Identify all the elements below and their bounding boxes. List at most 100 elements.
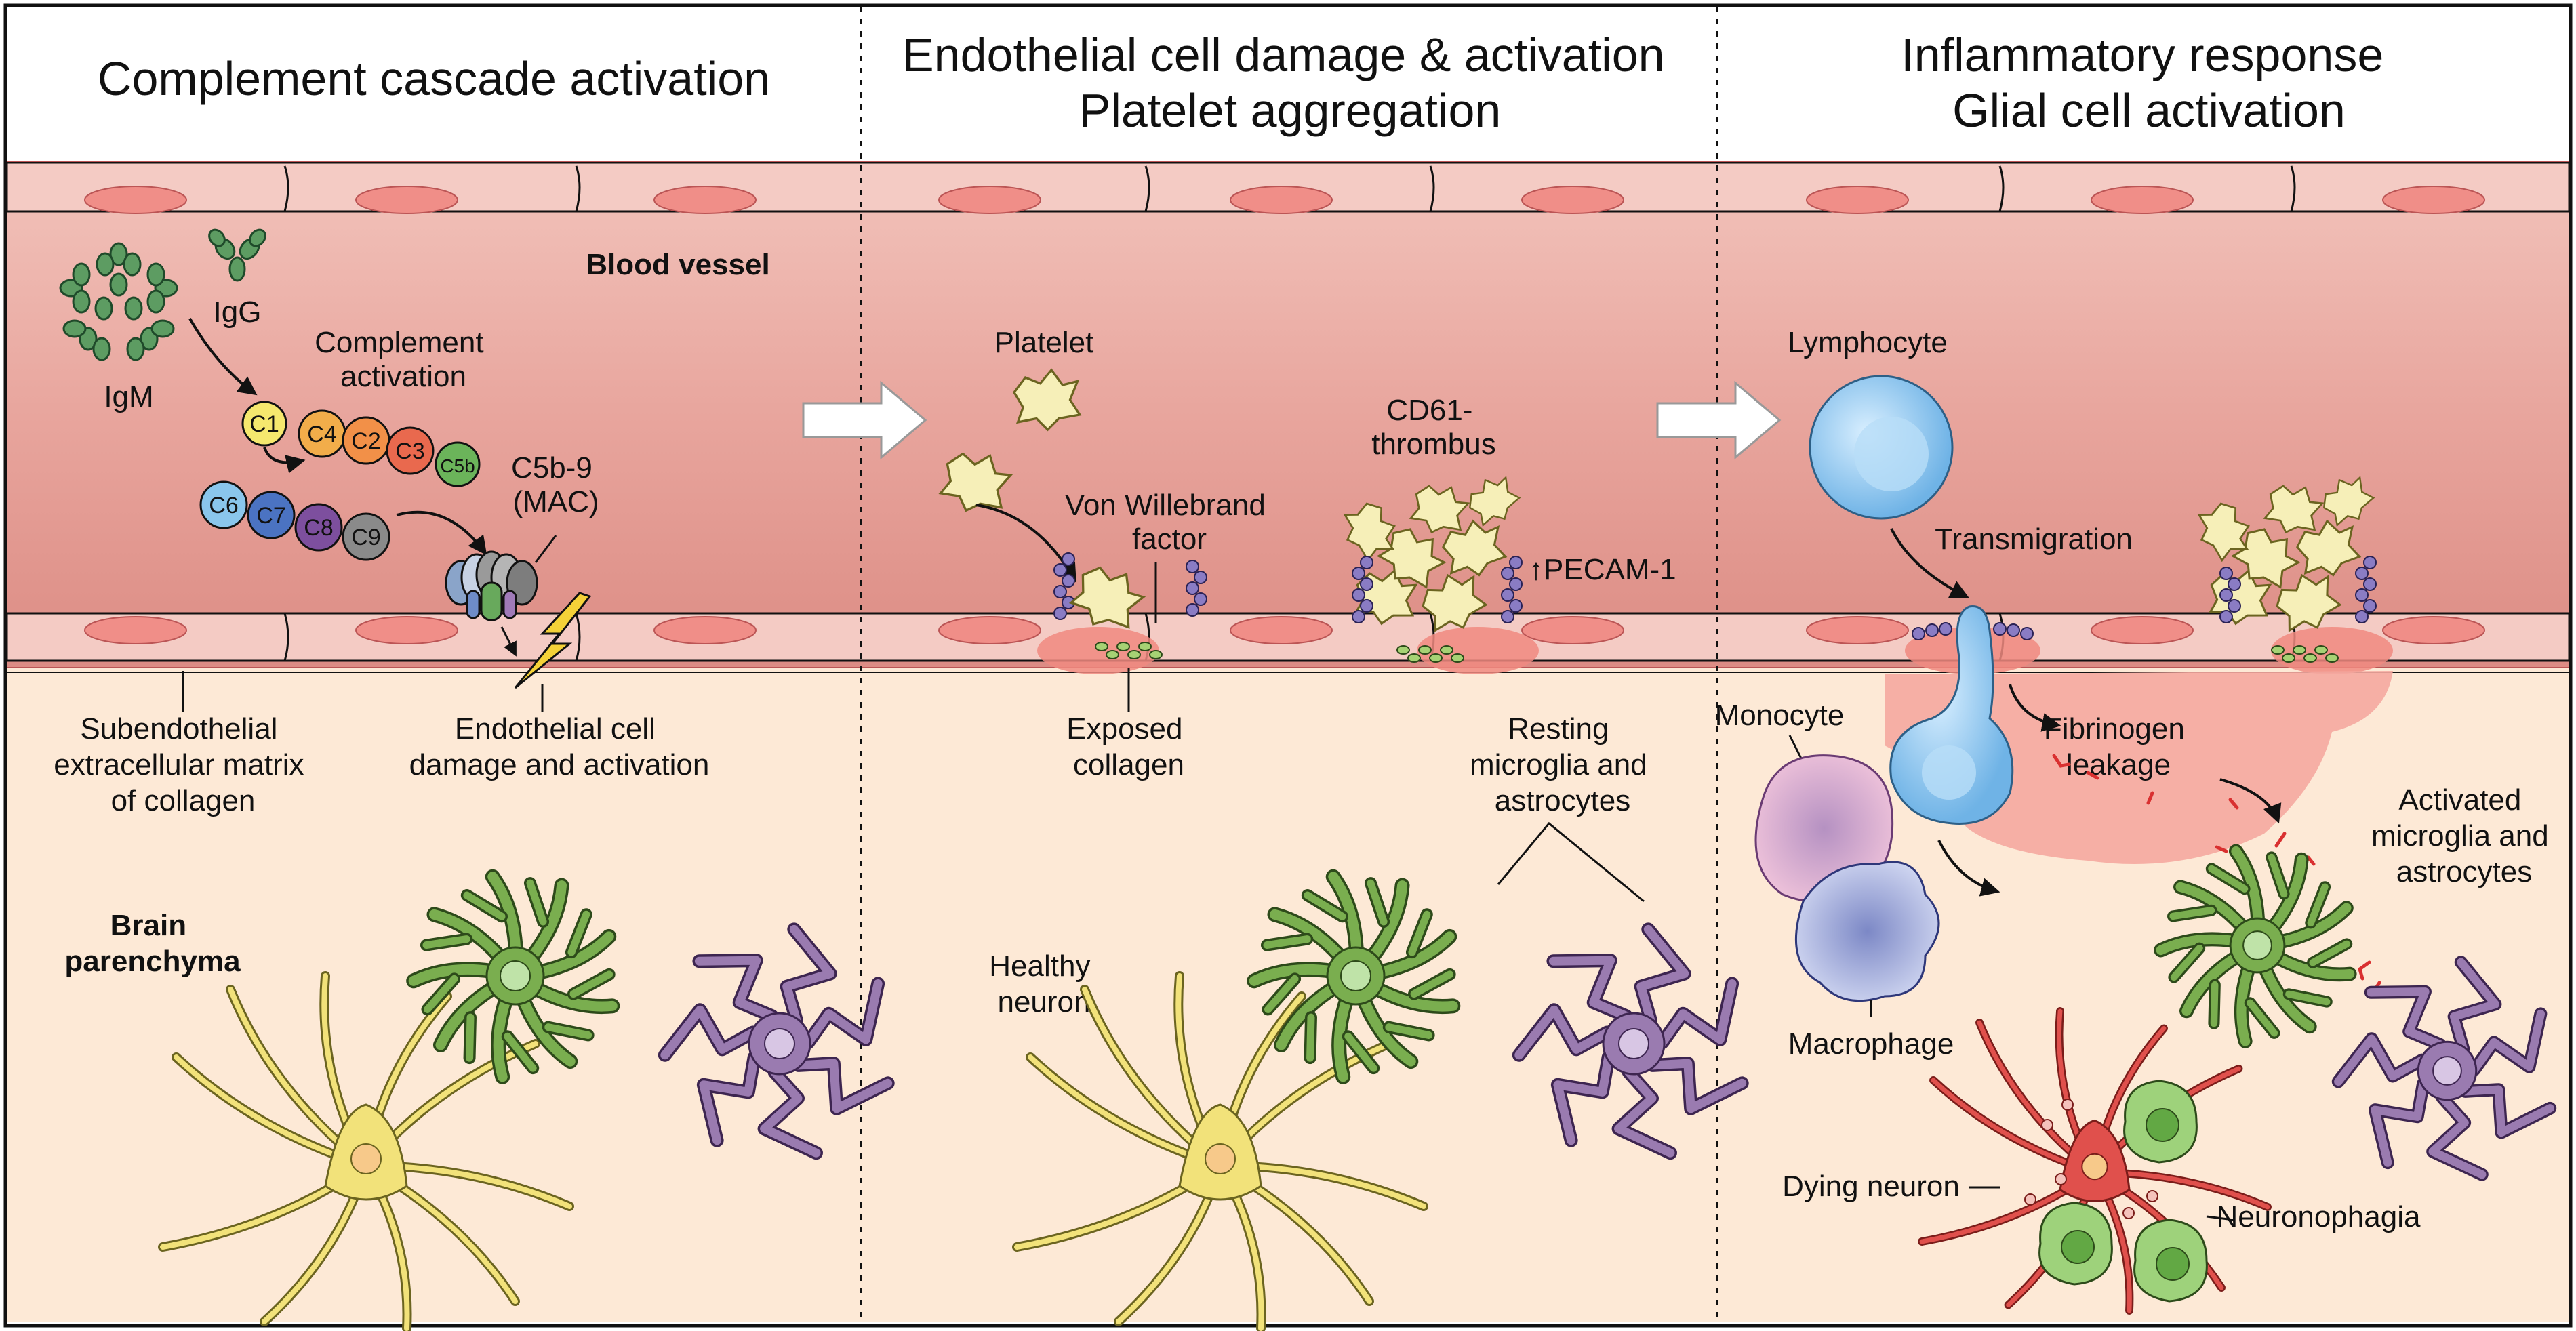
- endothelial-cell-border: [1144, 165, 1150, 212]
- vwf-strand: [1501, 556, 1523, 623]
- endothelial-damage-hotspots: [1037, 627, 2393, 674]
- endothelial-nucleus: [2382, 616, 2485, 644]
- complement-label: C2: [351, 428, 380, 454]
- endothelial-cell-border: [2290, 165, 2296, 212]
- platelet-cell: [2263, 485, 2325, 534]
- vwf-bead: [1993, 622, 2007, 636]
- debris-particle: [2061, 1099, 2074, 1111]
- platelet-cell: [1376, 528, 1447, 589]
- healthy-neuron-label: Healthy neuron: [989, 949, 1098, 1019]
- lymphocyte-label: Lymphocyte: [1788, 326, 1948, 359]
- phagocytic-cell: [2133, 1219, 2208, 1303]
- complement-c7-icon: C7: [247, 491, 296, 539]
- platelet-cell: [938, 452, 1013, 512]
- platelet-cell: [2230, 528, 2301, 589]
- microglia-cell: [2331, 956, 2557, 1181]
- complement-label: C6: [209, 493, 238, 518]
- astrocyte-cell: [406, 869, 620, 1084]
- complement-c6-icon: C6: [199, 480, 248, 529]
- platelet-cell: [1409, 485, 1470, 534]
- panel-2-platelets: [938, 368, 1082, 512]
- monocyte-label: Monocyte: [1715, 699, 1845, 732]
- complement-label: C8: [304, 515, 333, 541]
- platelet-cell: [1013, 368, 1082, 432]
- platelet-label: Platelet: [994, 326, 1094, 359]
- platelet-cell: [1068, 566, 1146, 629]
- platelet-cell: [2296, 519, 2362, 577]
- neuronophagia-pointer: [2206, 1215, 2234, 1221]
- damage-pointer-line: [500, 626, 517, 657]
- collagen-fiber: [2271, 645, 2339, 663]
- vwf-strand: [1186, 560, 1207, 617]
- outer-frame: [3, 3, 2573, 1328]
- platelet-cell: [2322, 476, 2375, 527]
- blood-vessel-label: Blood vessel: [586, 248, 769, 281]
- lymphocyte-cell: [1809, 375, 1954, 520]
- fibrinogen-arrow-2: [2219, 778, 2282, 824]
- monocyte-migration-arrow: [1937, 840, 2000, 897]
- vwf-bead: [2020, 627, 2034, 640]
- phagocytic-cell: [2038, 1202, 2113, 1286]
- damage-lightning-icon: [514, 592, 592, 689]
- panel-3-brain-cells: [1918, 844, 2557, 1315]
- activated-glia-label: Activated microglia and astrocytes: [2371, 783, 2557, 888]
- vessel-lumen: [7, 166, 2569, 668]
- healthy-neuron-cell: [158, 971, 574, 1331]
- exposed-collagen-label: Exposed collagen: [1066, 712, 1190, 781]
- panel-3-vessel-elements: [1912, 476, 2377, 663]
- complement-label: C5b: [440, 455, 475, 476]
- microglia-cell: [1512, 922, 1749, 1160]
- complement-c5b-icon: C5b: [435, 441, 481, 487]
- panel-3-title: Inflammatory response Glial cell activat…: [1901, 28, 2396, 137]
- pecam-label: ↑PECAM-1: [1529, 553, 1676, 586]
- late-components-to-mac-arrow: [396, 510, 487, 556]
- fibrinogen-fragments: [2052, 754, 2381, 993]
- mac-pore-icon: [445, 550, 538, 621]
- mac-pointer-line: [534, 535, 557, 563]
- fibrinogen-leakage-label: Fibrinogen leakage: [2044, 712, 2193, 781]
- debris-particle: [2055, 1173, 2067, 1185]
- neuronophagia-label: Neuronophagia: [2217, 1200, 2421, 1233]
- resting-glia-pointers: [1497, 821, 1645, 903]
- antibody-to-c1-arrow: [188, 318, 258, 396]
- c1-to-c4-arrow: [263, 447, 306, 474]
- vwf-label: Von Willebrand factor: [1065, 489, 1274, 556]
- vwf-bead: [2007, 623, 2020, 637]
- collagen-fiber: [1095, 642, 1163, 659]
- complement-label: C3: [395, 438, 424, 464]
- vwf-bead: [1925, 623, 1939, 637]
- endothelial-nucleus: [1806, 186, 1909, 214]
- vwf-strand: [1352, 556, 1373, 623]
- astrocyte-cell: [2154, 844, 2357, 1048]
- igg-antibody-icon: [208, 228, 266, 282]
- debris-particle: [2122, 1207, 2135, 1219]
- fibrinogen-arrow-1: [2009, 684, 2061, 732]
- brain-parenchyma-label: Brain parenchyma: [64, 909, 241, 978]
- complement-c8-icon: C8: [294, 503, 343, 552]
- phagocytic-cell: [2123, 1080, 2198, 1164]
- complement-c3-icon: C3: [386, 426, 435, 475]
- panel-2-vessel-elements: [1053, 476, 1523, 663]
- igm-label: IgM: [104, 380, 153, 413]
- endothelial-nucleus: [2091, 186, 2194, 214]
- microglia-cell: [658, 922, 895, 1160]
- transmigrating-lymphocyte: [1889, 605, 2014, 825]
- panel-transition-arrow-1: [802, 380, 927, 460]
- complement-c2-icon: C2: [342, 416, 390, 465]
- panel-2-brain-cells: [1012, 869, 1749, 1331]
- transmigration-label: Transmigration: [1935, 523, 2133, 556]
- panel-1-title: Complement cascade activation: [98, 52, 770, 105]
- endothelial-nucleus: [938, 616, 1041, 644]
- endothelial-nucleus: [355, 186, 458, 214]
- platelet-cell: [2276, 573, 2342, 632]
- transmigration-arrow: [1890, 528, 1970, 598]
- mac-label: C5b-9 (MAC): [511, 451, 601, 518]
- endothelial-nucleus: [2382, 186, 2485, 214]
- endothelial-nucleus: [84, 186, 187, 214]
- endothelial-nucleus: [355, 616, 458, 644]
- complement-label: C7: [256, 503, 285, 529]
- top-endothelial-nuclei: [84, 165, 2485, 214]
- complement-c9-icon: C9: [342, 512, 390, 561]
- dying-neuron-label: Dying neuron: [1782, 1170, 1960, 1203]
